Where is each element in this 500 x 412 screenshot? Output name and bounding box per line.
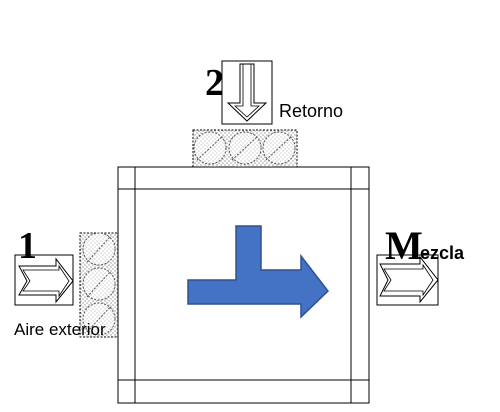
mixing-flow-arrow (187, 225, 330, 319)
outlet-label-rest: ezcla (420, 243, 465, 263)
inlet-outdoor-label: Aire exterior (14, 320, 106, 339)
outdoor-filter (79, 232, 119, 338)
mixed-outlet (376, 254, 439, 306)
outlet-label-initial: M (385, 223, 423, 268)
inlet-return-number: 2 (205, 62, 224, 104)
outdoor-inlet (14, 254, 74, 306)
return-filter (192, 129, 298, 168)
inlet-outdoor-number: 1 (18, 225, 37, 267)
return-inlet (221, 60, 273, 125)
arrow-down-icon (226, 63, 268, 122)
inlet-return-label: Retorno (279, 101, 343, 121)
